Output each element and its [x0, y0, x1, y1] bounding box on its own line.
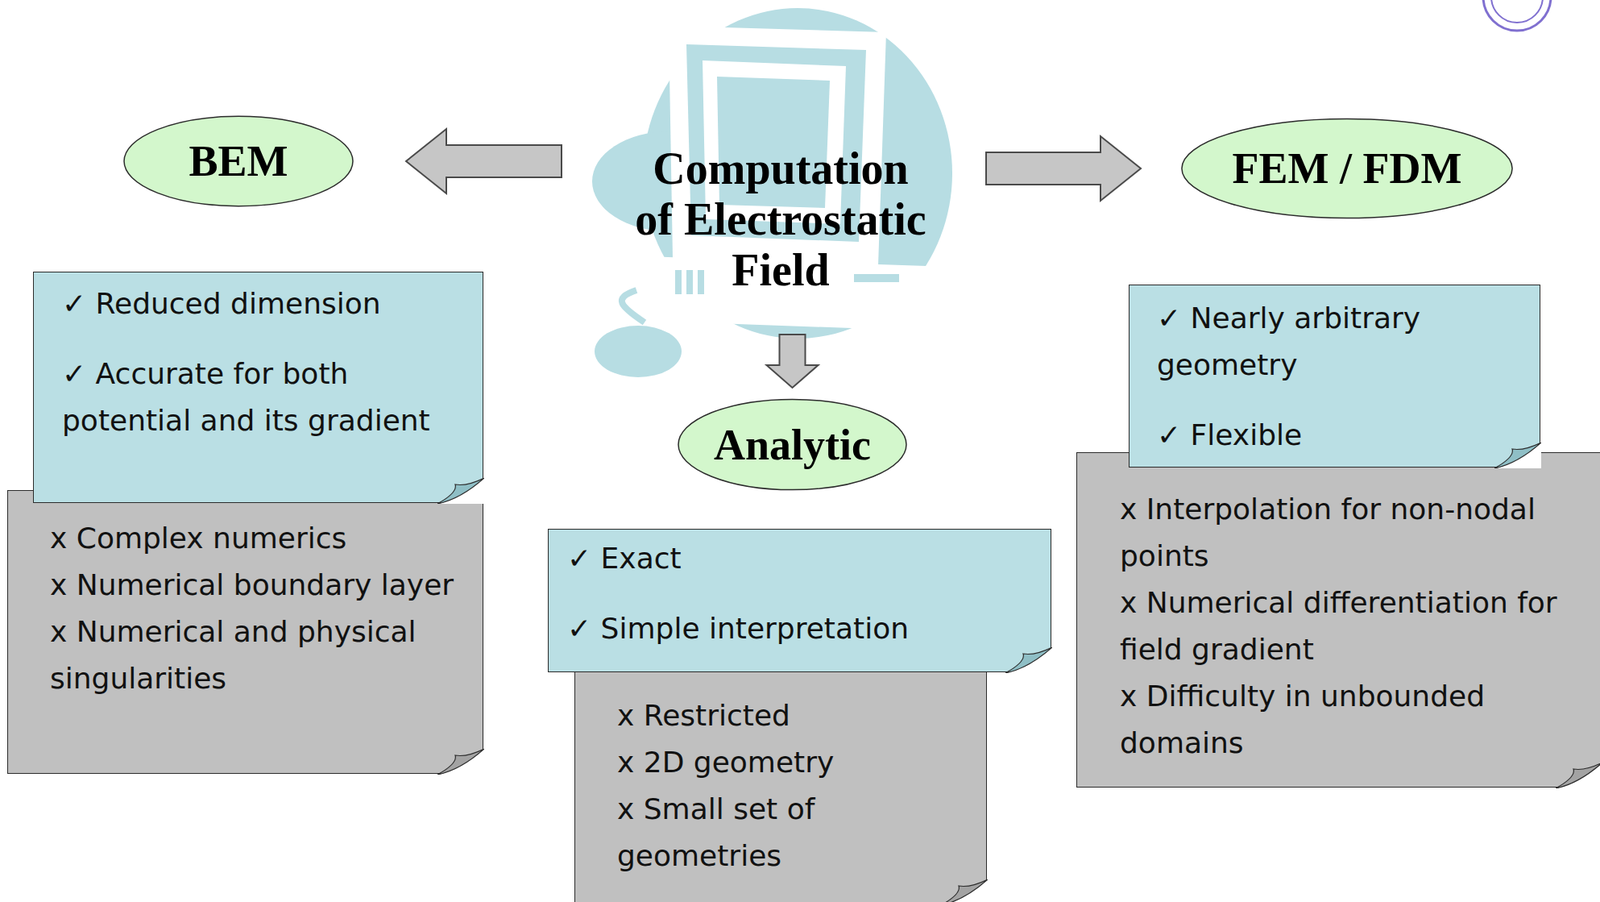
drawback-text: x Numerical boundary layer — [49, 561, 467, 609]
cons-note: x Restrictedx 2D geometryx Small set of … — [574, 670, 987, 902]
advantage-text: ✓ Accurate for both potential and its gr… — [62, 350, 467, 444]
pros-note: ✓ Reduced dimension ✓ Accurate for both p… — [33, 271, 484, 503]
advantage-text: ✓ Flexible — [1156, 411, 1524, 459]
drawback-text: x Restricted — [617, 692, 970, 739]
block-arrow — [406, 128, 562, 194]
drawback-text: x Difficulty in unbounded domains — [1119, 672, 1585, 767]
title-node: Computation of Electrostatic Field — [631, 143, 930, 296]
drawback-text: x Numerical differentiation for field gr… — [1119, 579, 1585, 673]
block-arrow — [986, 136, 1141, 201]
page-curl — [1555, 762, 1600, 788]
advantage-text: ✓ Simple interpretation — [567, 605, 1035, 652]
drawback-text: x 2D geometry — [617, 738, 970, 786]
logo-seal — [1483, 0, 1551, 31]
advantage-text: ✓ Reduced dimension — [62, 280, 467, 328]
method-name: BEM — [188, 136, 288, 187]
drawback-text: x Numerical and physical singularities — [49, 608, 467, 702]
method-ellipse: Analytic — [676, 397, 908, 491]
method-ellipse: FEM / FDM — [1179, 117, 1515, 220]
computer-clipart — [592, 8, 953, 378]
cons-note: x Interpolation for non-nodal pointsx Nu… — [1076, 451, 1600, 788]
block-arrow — [766, 334, 819, 388]
drawback-text: x Complex numerics — [49, 514, 467, 562]
page-curl — [940, 878, 988, 902]
method-name: FEM / FDM — [1232, 143, 1463, 194]
page-curl — [437, 477, 485, 504]
advantage-text: ✓ Nearly arbitrary geometry — [1156, 294, 1524, 389]
drawback-text: x Interpolation for non-nodal points — [1119, 485, 1585, 580]
method-name: Analytic — [713, 419, 871, 470]
title-text: Computation of Electrostatic Field — [631, 143, 930, 296]
page-curl — [1005, 646, 1053, 673]
pros-note: ✓ Nearly arbitrary geometry ✓ Flexible — [1128, 284, 1541, 468]
method-ellipse: BEM — [122, 115, 355, 208]
page-curl — [1494, 442, 1542, 469]
page-curl — [437, 748, 485, 775]
pros-note: ✓ Exact ✓ Simple interpretation — [547, 528, 1052, 672]
cons-note: x Complex numericsx Numerical boundary l… — [7, 489, 484, 774]
drawback-text: x Small set of geometries — [617, 785, 970, 879]
advantage-text: ✓ Exact — [567, 534, 1035, 582]
